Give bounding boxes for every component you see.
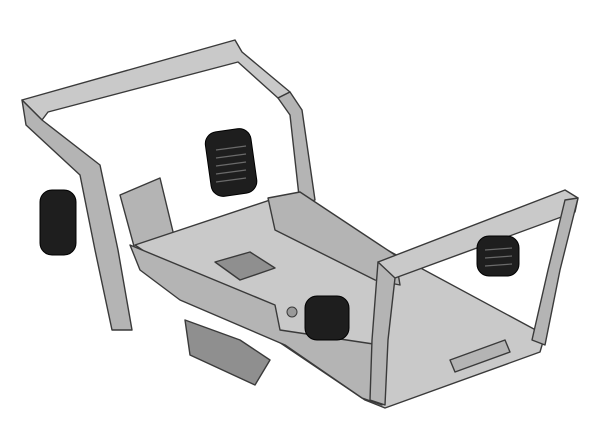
end-lip [449,339,511,373]
right-frame-left-post [369,261,396,406]
clip-front-middle [304,295,350,341]
clip-back-right [204,128,258,197]
back-frame-right-post [277,91,316,206]
screw [286,306,298,318]
back-frame-top-bar [21,39,291,121]
clip-right [476,235,520,277]
front-panel [129,244,383,406]
right-frame-right-post [531,197,579,346]
middle-side-wall [267,191,401,286]
back-frame-left-post [21,99,133,331]
base-slot [214,251,276,281]
lower-plate [184,319,271,386]
clip-ribs-icon [215,145,247,183]
clip-back-left [39,189,77,256]
